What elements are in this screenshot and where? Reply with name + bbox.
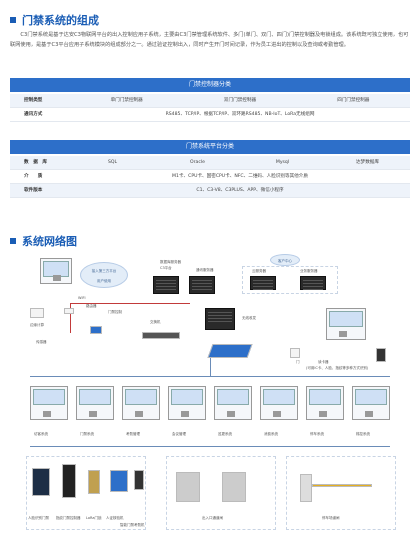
fingerprint-icon [62, 464, 76, 498]
server-icon [189, 276, 215, 294]
sub-a-label: 云服务器 [252, 269, 266, 273]
client-monitor-icon [306, 386, 344, 420]
table-row: 软件版本 C1、C3-V8、C3PLUS、APP、微信小程序 [10, 184, 410, 198]
device-label: 智能门禁考勤机 [120, 523, 145, 527]
platform-table-header: 门禁系统平台分类 [10, 140, 410, 154]
table-row: 数 据 库 SQL Oracle Mysql 达梦数据库 [10, 156, 410, 170]
title-mark-icon [10, 17, 16, 23]
device-label: 停车场道闸 [322, 516, 340, 520]
sub-b-label: 业务服务器 [300, 269, 318, 273]
client-monitor-icon [260, 386, 298, 420]
router-icon [64, 308, 74, 314]
switch-small-icon [90, 326, 102, 334]
network-diagram: 接入第三方平台用户使用 WIFI 路由器 门禁控制 边缘计算 传感器 数据库服务… [10, 248, 410, 538]
laptop-icon [40, 258, 72, 284]
table-row: 控制类型 单门门禁控制器 双门门禁控制器 四门门禁控制器 [10, 94, 410, 108]
switch-icon [142, 332, 180, 339]
barrier-icon [300, 474, 312, 502]
switch-label: 交换机 [150, 320, 161, 324]
wireless-label: 无线收发 [242, 316, 256, 320]
client-monitor-icon [168, 386, 206, 420]
server-icon [300, 276, 326, 290]
client-label: 巡更系统 [218, 432, 232, 436]
client-label: 门禁系统 [80, 432, 94, 436]
cloud-third-party: 接入第三方平台用户使用 [80, 262, 128, 288]
core-switch-icon [207, 344, 253, 358]
device-label: 人证核验机 [106, 516, 124, 520]
edge-label: 边缘计算 [30, 323, 44, 327]
client-label: 梯控系统 [356, 432, 370, 436]
title-mark-icon [10, 238, 16, 244]
client-monitor-icon [352, 386, 390, 420]
table-row: 通讯方式 RS485、TCP/IP、根据TCP/IP、双环路RS485、NB-I… [10, 108, 410, 122]
client-monitor-icon [122, 386, 160, 420]
server-icon [250, 276, 276, 290]
controller-table-header: 门禁控制器分类 [10, 78, 410, 92]
lock-icon [290, 348, 300, 358]
intro-paragraph: C3门禁系统是基于达安C3物联网平台的出入控制应用子系统，主要由C3门禁管理系统… [10, 32, 409, 48]
wifi-label: WIFI [78, 296, 86, 300]
device-label: LoRa门锁 [86, 516, 102, 520]
client-monitor-icon [214, 386, 252, 420]
client-label: 考勤管理 [126, 432, 140, 436]
lora-lock-icon [88, 470, 100, 494]
face-terminal-icon [32, 468, 50, 496]
servers-label: 数据库服务器 [160, 260, 181, 264]
reader-note: (可用IC卡、人脸、指纹等多种方式识别) [306, 366, 369, 370]
client-label: 会议管理 [172, 432, 186, 436]
server1-label: C3平台 [160, 266, 172, 270]
attendance-icon [134, 470, 144, 490]
client-label: 访客系统 [34, 432, 48, 436]
sensor-label: 传感器 [36, 340, 47, 344]
lock-label: 门 [296, 360, 300, 364]
reader-label: 读卡器 [318, 360, 329, 364]
server-icon [205, 308, 235, 330]
client-label: 消费系统 [264, 432, 278, 436]
section-title-composition: 门禁系统的组成 [10, 12, 99, 28]
client-monitor-icon [30, 386, 68, 420]
id-verify-icon [110, 470, 128, 492]
device-label: 人脸识别门禁 [28, 516, 49, 520]
client-label: 停车系统 [310, 432, 324, 436]
reader-icon [376, 348, 386, 362]
controller-icon [30, 308, 44, 318]
monitor-icon [326, 308, 366, 340]
cloud-client-center: 客户中心 [270, 254, 300, 266]
device-label: 指纹门禁控制器 [56, 516, 81, 520]
barrier-arm-icon [312, 484, 372, 487]
server-icon [153, 276, 179, 294]
device-label: 出入口通道闸 [202, 516, 223, 520]
router2-label: 门禁控制 [108, 310, 122, 314]
router-label: 路由器 [86, 304, 97, 308]
turnstile-icon [176, 472, 200, 502]
turnstile-icon [222, 472, 246, 502]
server2-label: 通讯服务器 [196, 268, 214, 272]
section-title-network: 系统网络图 [10, 233, 77, 249]
client-monitor-icon [76, 386, 114, 420]
table-row: 介 质 M1卡、CPU卡、国密CPU卡、NFC、二维码、人脸识别等其他介质 [10, 170, 410, 184]
